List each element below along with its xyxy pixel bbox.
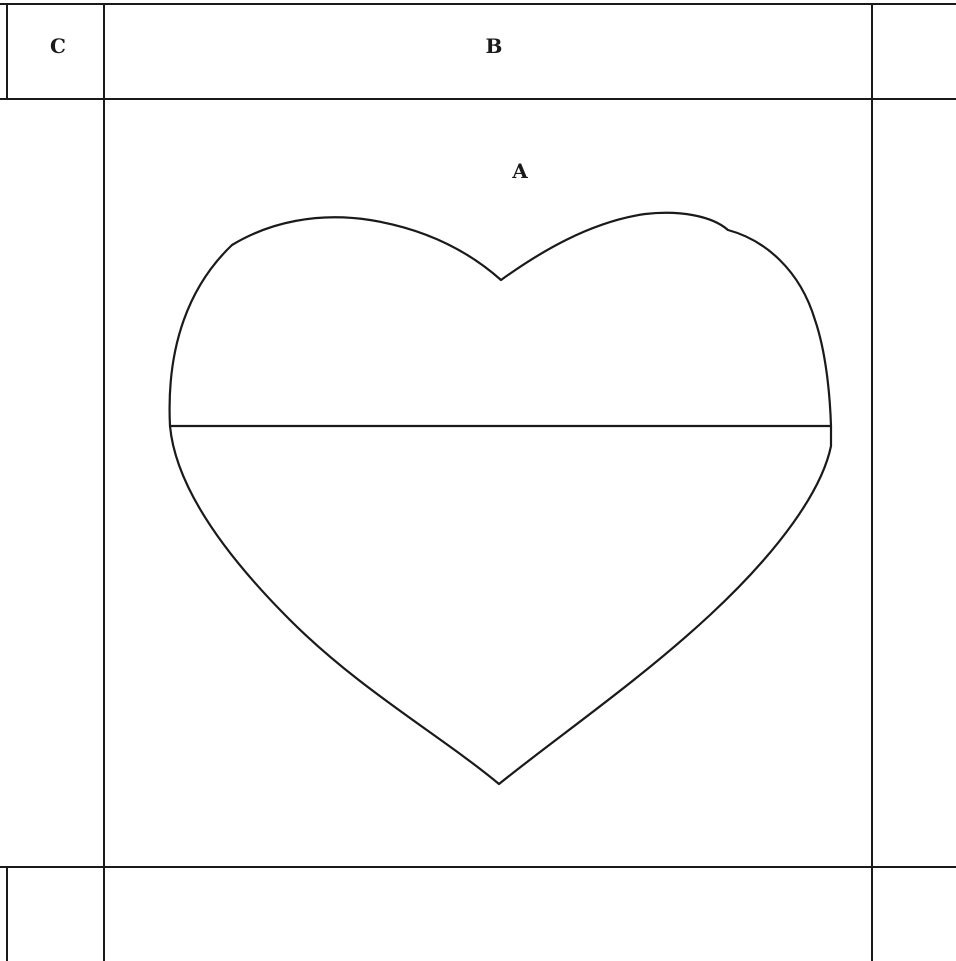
heart-shape: [170, 213, 831, 784]
label-b: B: [486, 34, 503, 58]
grid: [0, 4, 956, 961]
label-c: C: [50, 34, 66, 58]
label-a: A: [511, 159, 528, 183]
heart-lower-outline: [170, 426, 831, 784]
heart-upper-outline: [170, 213, 831, 426]
